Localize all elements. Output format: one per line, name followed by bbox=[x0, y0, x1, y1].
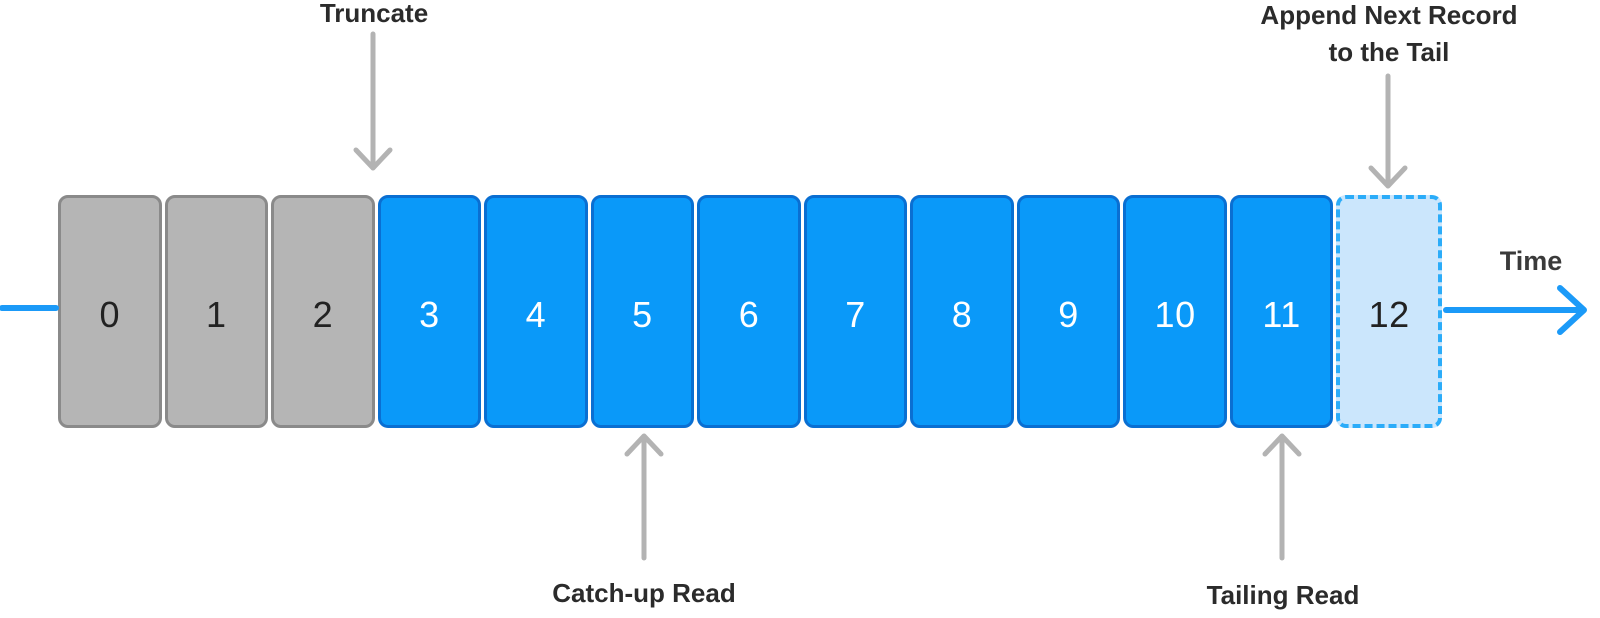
truncate-arrow-icon bbox=[353, 31, 393, 171]
log-record-cell-5: 5 bbox=[590, 195, 695, 428]
tailing-read-label: Tailing Read bbox=[1206, 580, 1360, 610]
cell-label: 10 bbox=[1154, 293, 1196, 335]
log-record-cell-11: 11 bbox=[1229, 195, 1334, 428]
cell-label: 6 bbox=[738, 293, 760, 335]
cell-label: 8 bbox=[951, 293, 973, 335]
cell-label: 0 bbox=[99, 293, 121, 335]
append-next-record-label: Append Next Record to the Tail bbox=[1260, 0, 1517, 71]
cell-label: 5 bbox=[632, 293, 653, 335]
log-record-cell-7: 7 bbox=[803, 195, 908, 428]
log-record-cell-4: 4 bbox=[484, 195, 588, 428]
time-axis-right-arrow-icon bbox=[1443, 285, 1587, 335]
cell-label: 3 bbox=[419, 293, 440, 335]
cell-label: 12 bbox=[1368, 293, 1410, 335]
append-arrow-icon bbox=[1368, 73, 1408, 189]
tailing-read-arrow-icon bbox=[1262, 433, 1302, 561]
catchup-read-arrow-icon bbox=[624, 433, 664, 561]
log-record-cell-2: 2 bbox=[271, 195, 375, 428]
truncate-label: Truncate bbox=[319, 0, 429, 28]
log-record-cell-9: 9 bbox=[1016, 195, 1121, 428]
log-record-cell-1: 1 bbox=[164, 195, 269, 428]
append-label-line2: to the Tail bbox=[1328, 37, 1450, 67]
log-record-cell-8: 8 bbox=[910, 195, 1014, 428]
cell-label: 7 bbox=[845, 293, 866, 335]
catchup-read-label: Catch-up Read bbox=[552, 578, 736, 608]
cell-label: 9 bbox=[1058, 293, 1079, 335]
cell-label: 11 bbox=[1262, 293, 1301, 335]
cell-label: 4 bbox=[525, 293, 547, 335]
log-record-cell-12: 12 bbox=[1336, 195, 1442, 428]
log-record-cell-10: 10 bbox=[1123, 195, 1227, 428]
cell-label: 1 bbox=[206, 293, 227, 335]
append-label-line1: Append Next Record bbox=[1260, 0, 1518, 30]
cell-label: 2 bbox=[312, 293, 334, 335]
log-record-cell-6: 6 bbox=[697, 195, 801, 428]
log-record-cell-0: 0 bbox=[58, 195, 162, 428]
log-record-cell-3: 3 bbox=[377, 195, 482, 428]
time-axis-label: Time bbox=[1499, 246, 1563, 276]
